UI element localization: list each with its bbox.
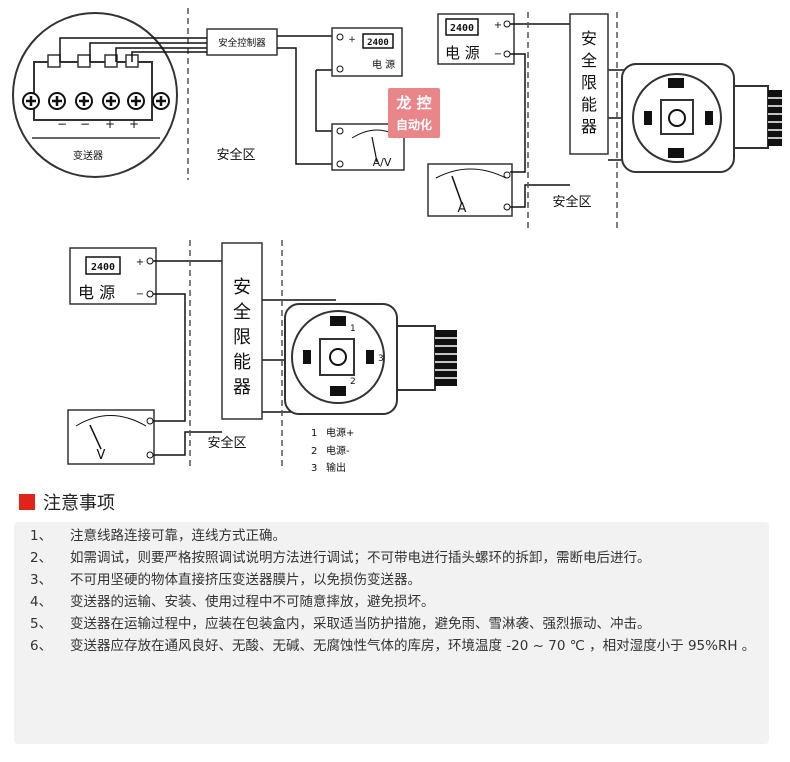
note-text: 注意线路连接可靠，连线方式正确。 [70, 528, 286, 544]
power-display-3: 2400 [91, 262, 115, 273]
terminal-sign-minus-1: − [57, 117, 67, 131]
diagram-1: − − + + 变送器 安全控制器 安全区 2400 电 源 + A [12, 8, 440, 180]
watermark-line1: 龙 控 [395, 94, 431, 112]
barrier-box-2 [569, 13, 609, 155]
meter-label-a: A [458, 201, 467, 216]
note-text: 变送器应存放在通风良好、无酸、无碱、无腐蚀性气体的库房，环境温度 -20 ~ 7… [70, 638, 756, 654]
terminal-block [33, 61, 153, 121]
safe-zone-label: 安全区 [552, 194, 591, 210]
pin-legend-num: 3 [311, 463, 317, 474]
safe-zone-label: 安全区 [207, 435, 246, 451]
note-text: 不可用坚硬的物体直接挤压变送器膜片，以免损伤变送器。 [70, 572, 421, 588]
notes-section: 注意事项 1、 注意线路连接可靠，连线方式正确。 2、 如需调试，则要严格按照调试说… [0, 478, 790, 762]
diagram-2: 2400 电 源 + − A 安 全 限 能 器 安全区 [427, 12, 782, 228]
note-item: 4、 变送器的运输、安装、使用过程中不可随意摔放，避免损坏。 [30, 593, 768, 612]
pin-plus: + [348, 35, 356, 45]
meter-box-2 [427, 163, 513, 217]
note-number: 4、 [30, 594, 53, 610]
safe-zone-label: 安全区 [216, 147, 255, 163]
power-display-2: 2400 [450, 23, 474, 34]
note-item: 1、 注意线路连接可靠，连线方式正确。 [30, 527, 768, 546]
connector-pin-label: 3 [378, 354, 384, 364]
meter-box-3 [67, 409, 155, 465]
pin-legend-num: 1 [311, 428, 317, 439]
note-item: 3、 不可用坚硬的物体直接挤压变送器膜片，以免损伤变送器。 [30, 571, 768, 590]
connector-2 [621, 63, 782, 173]
terminal-sign-plus-2: + [129, 117, 139, 131]
note-item: 5、 变送器在运输过程中，应装在包装盒内，采取适当防护措施，避免雨、雪淋袭、强烈振… [30, 615, 768, 634]
transmitter-label: 变送器 [73, 149, 103, 162]
connector-pin-label: 2 [350, 377, 356, 387]
barrier-char: 能 [233, 352, 251, 373]
safety-controller-box [206, 28, 278, 56]
notes-marker [19, 494, 35, 510]
wires-1 [59, 35, 333, 165]
pin-plus: + [494, 20, 502, 31]
notes-list: 1、 注意线路连接可靠，连线方式正确。 2、 如需调试，则要严格按照调试说明方法进行… [30, 527, 768, 659]
note-text: 如需调试，则要严格按照调试说明方法进行调试；不可带电进行插头螺环的拆卸，需断电后… [70, 550, 651, 566]
barrier-char: 能 [581, 95, 597, 114]
terminal-tab [104, 54, 118, 68]
power-display-1: 2400 [367, 38, 389, 48]
note-number: 6、 [30, 638, 53, 654]
note-text: 变送器的运输、安装、使用过程中不可随意摔放，避免损坏。 [70, 594, 435, 610]
barrier-char: 安 [581, 29, 597, 48]
pin-minus: − [494, 49, 502, 60]
note-number: 1、 [30, 528, 53, 544]
barrier-box-3 [221, 242, 263, 420]
barrier-char: 限 [581, 73, 597, 92]
connector-pin-label: 1 [350, 324, 356, 334]
pin-legend-text: 电源+ [326, 426, 354, 439]
pin-legend-num: 2 [311, 446, 317, 457]
power-label-2: 电 源 [445, 44, 480, 62]
wiring-diagram: − − + + 变送器 安全控制器 安全区 2400 电 源 + A [12, 8, 782, 474]
terminal-tab [47, 54, 61, 68]
power-label-3: 电 源 [78, 283, 115, 302]
notes-box [14, 522, 769, 744]
terminal-tab [77, 54, 91, 68]
terminal-sign-plus-1: + [105, 117, 115, 131]
terminal-sign-minus-2: − [80, 117, 90, 131]
notes-title: 注意事项 [43, 493, 115, 514]
note-number: 3、 [30, 572, 53, 588]
pin-legend-text: 电源- [326, 444, 350, 457]
note-number: 5、 [30, 616, 53, 632]
pin-plus: + [136, 257, 144, 268]
meter-label-av: A/V [373, 156, 392, 169]
pin-minus: − [136, 289, 144, 300]
barrier-char: 器 [233, 377, 251, 398]
barrier-char: 器 [581, 117, 597, 136]
note-item: 2、 如需调试，则要严格按照调试说明方法进行调试；不可带电进行插头螺环的拆卸，需断… [30, 549, 768, 568]
connector-3: 1 2 3 [284, 303, 457, 415]
pin-legend-text: 输出 [326, 461, 346, 474]
terminal-screw-row [22, 92, 170, 110]
safety-controller-label: 安全控制器 [218, 37, 266, 49]
barrier-char: 限 [233, 327, 251, 348]
barrier-char: 全 [233, 302, 251, 323]
barrier-char: 安 [233, 277, 251, 298]
meter-label-v: V [97, 448, 106, 463]
barrier-char: 全 [581, 51, 597, 70]
note-text: 变送器在运输过程中，应装在包装盒内，采取适当防护措施，避免雨、雪淋袭、强烈振动、… [70, 616, 651, 632]
power-label-1: 电 源 [372, 58, 395, 71]
diagram-3: 2400 电 源 + − V 安 全 限 能 器 安全区 [67, 240, 457, 474]
watermark: 龙 控 自动化 [388, 88, 440, 138]
pin-legend: 1 电源+ 2 电源- 3 输出 [311, 426, 354, 474]
note-item: 6、 变送器应存放在通风良好、无酸、无碱、无腐蚀性气体的库房，环境温度 -20 ~… [30, 637, 768, 656]
watermark-line2: 自动化 [396, 117, 432, 132]
note-number: 2、 [30, 550, 53, 566]
notes-header: 注意事项 [19, 490, 115, 514]
